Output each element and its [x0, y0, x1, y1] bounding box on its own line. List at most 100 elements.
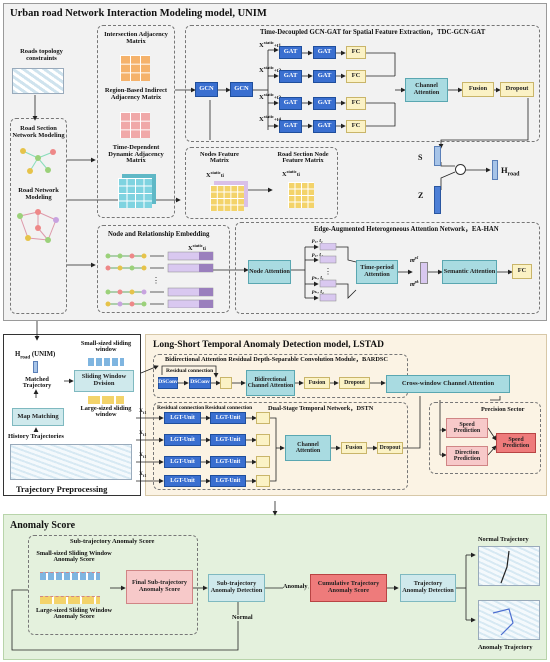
road-section-node-feature-label: Road Section Node Feature Matrix	[277, 151, 329, 165]
fc-dstn-4	[256, 475, 270, 487]
region-matrix-grid	[120, 112, 150, 138]
fc-dstn-2	[256, 434, 270, 446]
lstad-title: Long-Short Temporal Anomaly Detection mo…	[153, 340, 385, 350]
x-static-t3-label: Xstatic+t3	[259, 92, 281, 102]
dsconv-2: DSConv	[189, 377, 211, 389]
concat-circle	[455, 164, 466, 175]
anomaly-trajectory-label: Anomaly Trajectory	[478, 644, 533, 651]
trajectory-detection-box: Trajectory Anomaly Detection	[400, 574, 456, 602]
anomaly-panel	[3, 514, 547, 660]
ea-han-box	[235, 222, 540, 314]
m-p1-label: mp1	[410, 255, 419, 265]
roads-topology-label: Roads topology constraints	[20, 48, 63, 62]
small-window-label: Small-sized sliding window	[80, 340, 132, 354]
anomaly-edge-label: Anomaly	[283, 583, 308, 591]
h-road-label: Hroad	[501, 165, 520, 178]
graph-icon-1	[18, 146, 58, 176]
dstn-title: Dual-Stage Temporal Network，DSTN	[268, 405, 374, 412]
sliding-window-division-box: Sliding Window Dvision	[74, 370, 134, 392]
fc-4: FC	[346, 120, 366, 133]
large-window-score-label: Large-sized Sliding Window Anomaly Score	[35, 607, 113, 621]
intersection-matrix-label: Intersection Adjacency Matrix	[104, 31, 168, 45]
x-t1-label-1: Xt1	[139, 408, 147, 416]
map-matching-box: Map Matching	[12, 408, 64, 426]
fc-ea-han: FC	[512, 264, 532, 279]
lgt-unit-3b: LGT-Unit	[210, 456, 246, 468]
channel-attention-dstn: Channel Attention	[285, 435, 331, 461]
normal-trajectory-image	[478, 546, 540, 586]
lgt-unit-1b: LGT-Unit	[210, 412, 246, 424]
gat-4b: GAT	[313, 120, 336, 133]
ea-vectors: ⋮	[318, 243, 338, 303]
lgt-unit-4b: LGT-Unit	[210, 475, 246, 487]
bardsc-title: Bidirectional Attention Residual Depth-S…	[165, 356, 388, 363]
small-window-icon	[88, 358, 124, 366]
fusion-unim: Fusion	[462, 82, 494, 97]
graph-icon-2	[14, 208, 62, 246]
lgt-unit-1a: LGT-Unit	[164, 412, 201, 424]
s-vector	[434, 146, 441, 166]
nodes-feature-matrix-label: Nodes Feature Matrix	[200, 151, 239, 165]
h-road-mini-vector	[33, 361, 38, 373]
x-static-ti-label-2: Xstaticti	[282, 169, 300, 179]
road-node-feature-grid	[288, 182, 314, 208]
gat-2b: GAT	[313, 70, 336, 83]
gat-1b: GAT	[313, 46, 336, 59]
time-matrix-label: Time-Dependent Dynamic Adjacency Matrix	[108, 144, 164, 164]
trajectory-preprocessing-title: Trajectory Preprocessing	[16, 484, 108, 494]
precision-sector-label: Precision Sector	[481, 406, 525, 413]
intersection-matrix-grid	[120, 55, 150, 81]
small-window-score-label: Small-sized Sliding Window Anomaly Score	[36, 550, 112, 564]
anomaly-score-title: Anomaly Score	[10, 520, 76, 531]
fc-2: FC	[346, 70, 366, 83]
node-attention-box: Node Attention	[248, 260, 291, 284]
time-matrix-cube	[118, 178, 152, 208]
node-relationship-embedding-label: Node and Relationship Embedding	[108, 231, 210, 238]
road-section-network-modeling-label: Road Section Network Modeling	[12, 125, 65, 139]
gcn-box-1: GCN	[195, 82, 218, 97]
history-trajectories-map	[10, 444, 132, 480]
gat-1a: GAT	[279, 46, 302, 59]
dropout-bardsc: Dropout	[339, 377, 370, 389]
large-window-label: Large-sized sliding window	[80, 405, 132, 419]
p1t1-label: p₁, t₁	[312, 238, 323, 244]
matched-trajectory-label: Matched Trajectory	[22, 376, 52, 390]
normal-trajectory-label: Normal Trajectory	[478, 536, 529, 543]
road-network-modeling-box	[10, 118, 67, 314]
adjacency-matrices-box	[97, 25, 175, 218]
sub-trajectory-box	[28, 535, 198, 635]
gcn-box-2: GCN	[230, 82, 253, 97]
region-matrix-label: Region-Based Indirect Adjacency Matrix	[104, 87, 168, 101]
dsconv-1: DSConv	[158, 377, 178, 389]
dstn-box	[153, 402, 408, 490]
history-trajectories-label: History Trajectories	[8, 433, 64, 440]
roads-map-image	[12, 68, 64, 94]
x-static-t2-label: Xstatic+t2	[259, 65, 281, 75]
sub-trajectory-title: Sub-trajectory Anomaly Score	[70, 538, 155, 545]
fc-bardsc	[220, 377, 232, 389]
gat-2a: GAT	[279, 70, 302, 83]
residual-connection-3: Residual connection	[205, 405, 253, 411]
unim-title: Urban road Network Interaction Modeling …	[10, 8, 267, 19]
x-t1-label-4: Xt1	[139, 471, 147, 479]
gat-3a: GAT	[279, 97, 302, 110]
fusion-dstn: Fusion	[341, 442, 367, 454]
x-static-ti-label-1: Xstaticti	[206, 170, 224, 180]
embedding-rows: ⋮	[104, 250, 224, 308]
speed-prediction-final-box: Speed Prediction	[496, 433, 536, 453]
svg-text:⋮: ⋮	[152, 276, 160, 285]
channel-attention-unim: Channel Attention	[405, 78, 448, 102]
p1t4-label: p₁, t₄	[312, 252, 323, 258]
x-static-t4-label: Xstatic+t4	[259, 114, 281, 124]
m-pk-label: mpk	[410, 279, 419, 289]
precision-sector-box	[429, 402, 541, 474]
fusion-bardsc: Fusion	[304, 377, 330, 389]
fc-dstn-3	[256, 456, 270, 468]
fc-3: FC	[346, 97, 366, 110]
residual-connection-2: Residual connection	[157, 405, 205, 411]
nodes-feature-cube	[210, 185, 244, 211]
sub-detection-box: Sub-trajectory Anomaly Detection	[208, 574, 265, 602]
x-t1-label-2: Xt1	[139, 430, 147, 438]
road-network-modeling-label: Road Network Modeling	[18, 187, 59, 201]
anomaly-trajectory-image	[478, 600, 540, 640]
